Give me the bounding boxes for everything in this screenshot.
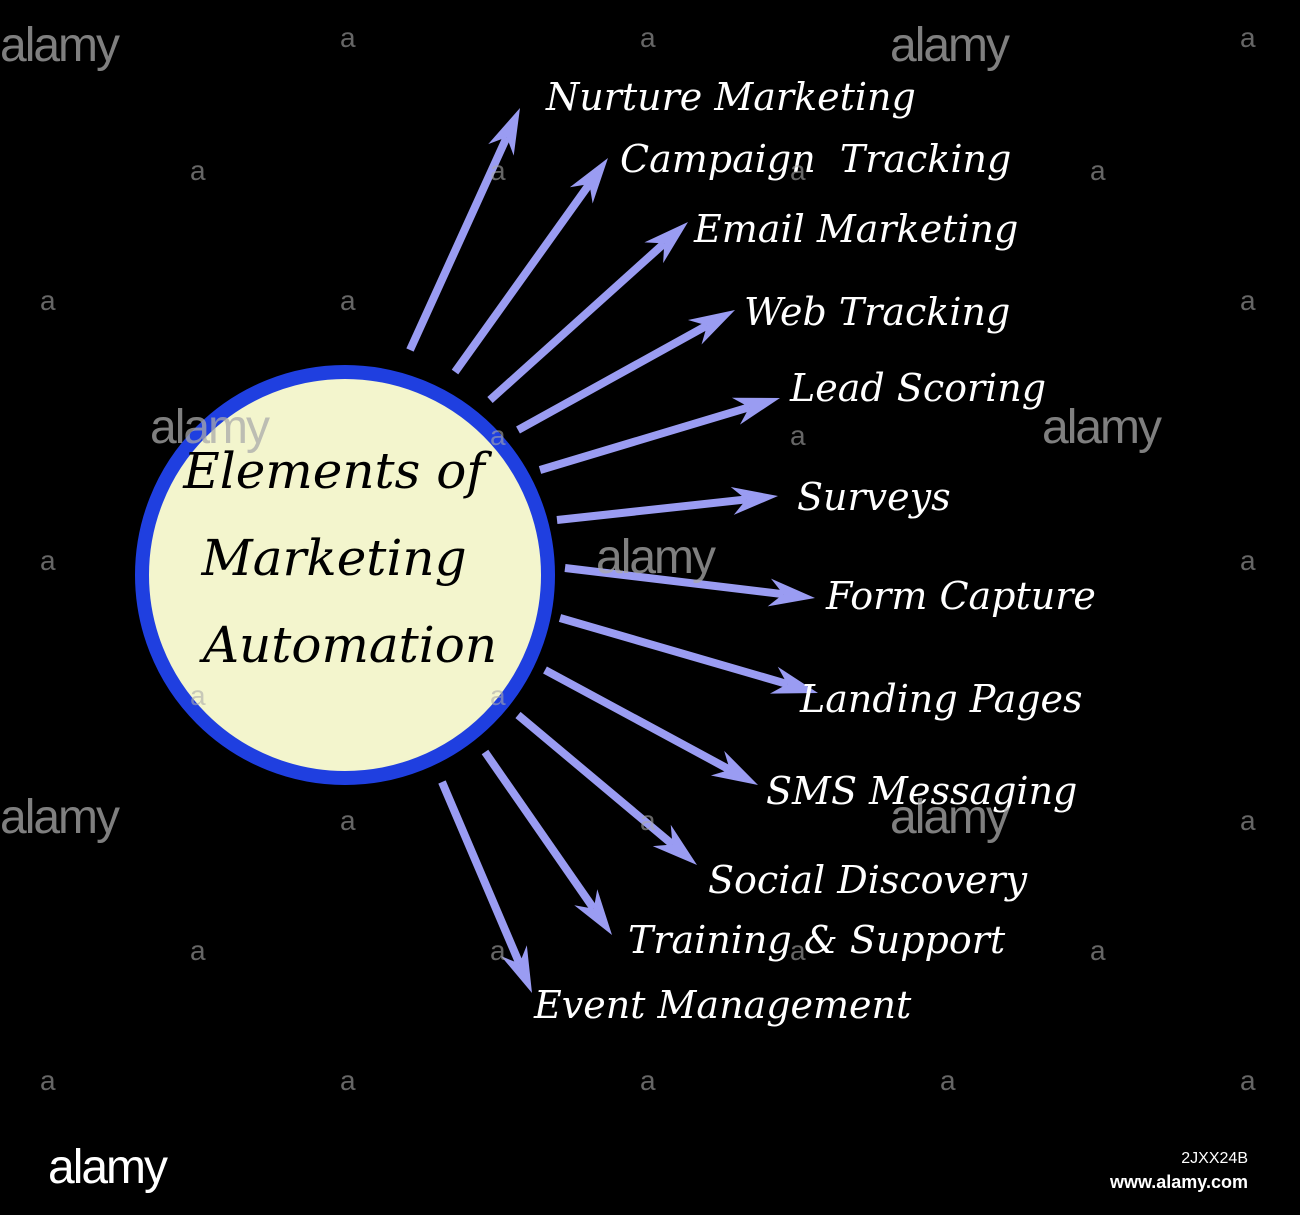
watermark-glyph-8: a	[40, 285, 56, 316]
central-title-line-1: Elements of	[182, 442, 492, 500]
watermark-text-6: alamy	[0, 791, 120, 844]
arrow-head	[731, 397, 780, 425]
element-label-1: Nurture Marketing	[545, 75, 916, 119]
element-label-10: Social Discovery	[708, 858, 1028, 902]
watermark-glyph-12: a	[790, 420, 806, 451]
arrow-shaft	[564, 564, 784, 599]
watermark-glyph-13: a	[40, 545, 56, 576]
watermark-text-5: alamy	[596, 531, 716, 584]
element-label-3: Email Marketing	[693, 207, 1018, 251]
watermark-text-4: alamy	[1042, 401, 1162, 454]
watermark-glyph-6: a	[790, 155, 806, 186]
watermark-text-7: alamy	[890, 791, 1010, 844]
central-circle	[135, 365, 555, 785]
watermark-glyph-17: a	[340, 805, 356, 836]
arrow-head	[687, 310, 735, 345]
arrow-shaft	[543, 666, 732, 774]
watermark-text-2: alamy	[890, 19, 1010, 72]
arrow-head	[644, 222, 688, 264]
watermark-glyph-25: a	[340, 1065, 356, 1096]
watermark-glyph-4: a	[190, 155, 206, 186]
watermark-glyph-15: a	[190, 680, 206, 711]
arrow-head	[501, 945, 532, 993]
arrow-shaft	[438, 780, 524, 966]
watermark-glyph-23: a	[1090, 935, 1106, 966]
element-label-2: Campaign Tracking	[620, 137, 1011, 181]
watermark-glyph-7: a	[1090, 155, 1106, 186]
arrow-head	[730, 487, 778, 515]
central-title: Elements of Marketing Automation	[182, 442, 500, 674]
image-id: 2JXX24B	[1181, 1150, 1248, 1167]
arrow-shaft	[481, 749, 598, 911]
element-label-11: Training & Support	[628, 918, 1006, 962]
arrow-head	[488, 108, 520, 156]
watermark-glyph-22: a	[790, 935, 806, 966]
arrow-8	[558, 614, 818, 694]
arrow-5	[538, 397, 780, 474]
watermark-glyph-3: a	[1240, 22, 1256, 53]
element-label-9: SMS Messaging	[766, 769, 1077, 813]
arrow-7	[564, 564, 815, 607]
arrow-shaft	[516, 321, 709, 434]
watermark-glyph-14: a	[1240, 545, 1256, 576]
watermark-glyph-28: a	[1240, 1065, 1256, 1096]
element-label-6: Surveys	[797, 475, 951, 519]
arrow-shaft	[556, 495, 747, 524]
arrow-12	[438, 780, 532, 993]
watermark-glyph-19: a	[1240, 805, 1256, 836]
arrow-2	[451, 158, 608, 375]
arrow-shaft	[538, 403, 751, 474]
element-label-8: Landing Pages	[799, 677, 1083, 721]
watermark-glyph-2: a	[640, 22, 656, 53]
alamy-logo: alamy	[48, 1141, 168, 1194]
watermark-glyph-16: a	[490, 680, 506, 711]
arrow-shaft	[406, 135, 511, 352]
arrow-head	[569, 158, 608, 204]
watermark-glyph-24: a	[40, 1065, 56, 1096]
arrow-3	[487, 222, 688, 403]
element-label-5: Lead Scoring	[789, 366, 1046, 410]
arrow-1	[406, 108, 520, 352]
arrow-shaft	[558, 614, 789, 688]
central-title-line-3: Automation	[199, 616, 497, 674]
watermark-glyph-18: a	[640, 805, 656, 836]
arrow-11	[481, 749, 612, 935]
watermark-glyph-5: a	[490, 155, 506, 186]
element-label-4: Web Tracking	[744, 290, 1010, 334]
central-title-line-2: Marketing	[201, 529, 467, 587]
arrow-head	[769, 666, 818, 694]
watermark-glyph-9: a	[340, 285, 356, 316]
arrow-head	[574, 889, 612, 935]
watermark-glyph-11: a	[490, 420, 506, 451]
arrow-9	[543, 666, 758, 785]
arrow-4	[516, 310, 735, 434]
watermark-glyph-20: a	[190, 935, 206, 966]
watermark-glyph-10: a	[1240, 285, 1256, 316]
alamy-url: www.alamy.com	[1109, 1172, 1248, 1192]
watermark-glyph-1: a	[340, 22, 356, 53]
arrow-shaft	[487, 240, 667, 403]
element-label-7: Form Capture	[825, 574, 1096, 618]
arrow-head	[652, 824, 697, 865]
arrow-head	[710, 750, 758, 785]
arrow-shaft	[451, 181, 593, 375]
arrow-10	[515, 711, 697, 865]
arrow-shaft	[515, 711, 676, 848]
element-label-12: Event Management	[533, 983, 912, 1027]
watermark-glyph-21: a	[490, 935, 506, 966]
watermark-text-3: alamy	[150, 401, 270, 454]
arrow-head	[767, 578, 815, 607]
arrow-6	[556, 487, 778, 524]
watermark-glyph-27: a	[940, 1065, 956, 1096]
watermark-glyph-26: a	[640, 1065, 656, 1096]
watermark-text-1: alamy	[0, 19, 120, 72]
